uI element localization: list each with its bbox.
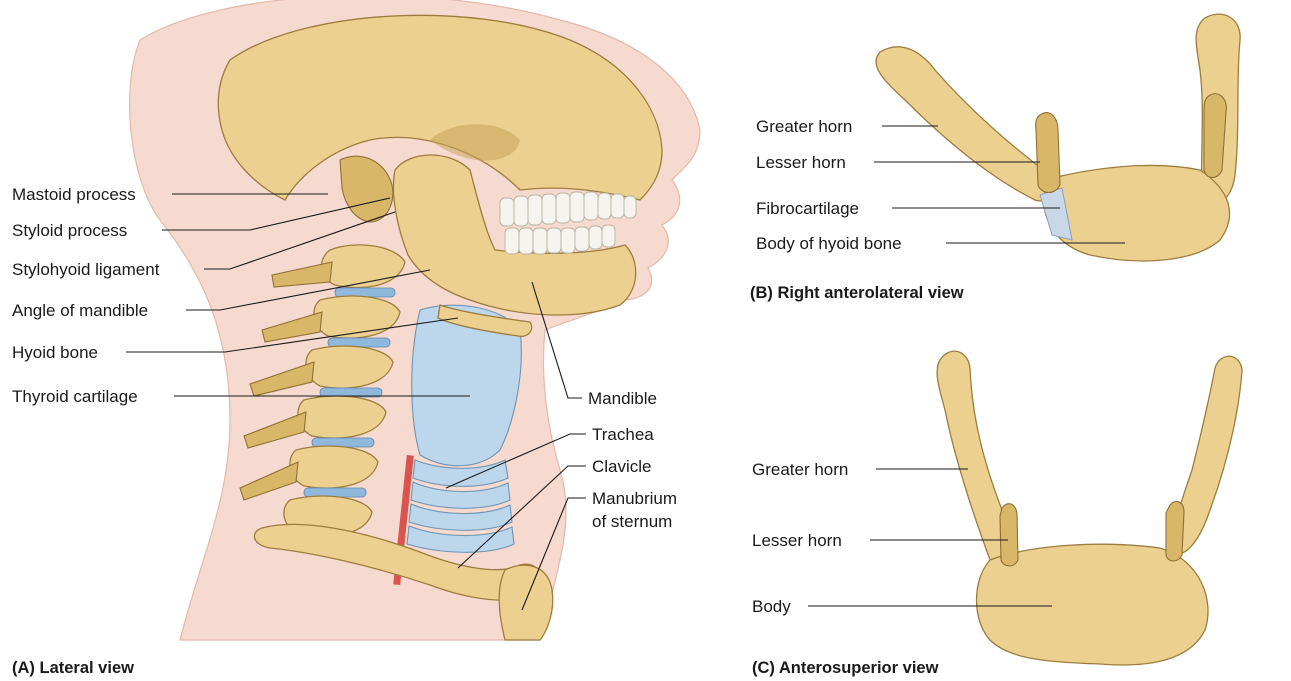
label-stylohyoid-ligament: Stylohyoid ligament [12, 260, 160, 279]
label-angle-of-mandible: Angle of mandible [12, 301, 148, 320]
panel-b-body [1045, 165, 1230, 260]
label-thyroid-cartilage: Thyroid cartilage [12, 387, 138, 406]
label-b-greater-horn: Greater horn [756, 117, 852, 136]
label-styloid-process: Styloid process [12, 221, 127, 240]
label-mastoid-process: Mastoid process [12, 185, 136, 204]
panel-a-illustration [130, 0, 700, 640]
panel-c-illustration [937, 351, 1242, 665]
panel-c-lesser-horn-right [1166, 501, 1184, 561]
label-clavicle: Clavicle [592, 457, 652, 476]
label-manubrium-line1: Manubrium [592, 489, 677, 508]
label-b-lesser-horn: Lesser horn [756, 153, 846, 172]
caption-panel-b: (B) Right anterolateral view [750, 284, 964, 302]
caption-panel-c: (C) Anterosuperior view [752, 659, 939, 677]
label-c-body: Body [752, 597, 791, 616]
panel-b-greater-horn-left [876, 47, 1054, 201]
manubrium-shape [499, 565, 552, 640]
panel-c-lesser-horn-left [1000, 504, 1018, 566]
label-mandible: Mandible [588, 389, 657, 408]
panel-b-lesser-horn-left [1036, 113, 1060, 193]
label-hyoid-bone: Hyoid bone [12, 343, 98, 362]
label-b-body-of-hyoid: Body of hyoid bone [756, 234, 902, 253]
caption-panel-a: (A) Lateral view [12, 659, 134, 677]
panel-b-illustration [876, 14, 1240, 261]
label-trachea: Trachea [592, 425, 654, 444]
label-manubrium-line2: of sternum [592, 512, 672, 531]
label-b-fibrocartilage: Fibrocartilage [756, 199, 859, 218]
label-c-greater-horn: Greater horn [752, 460, 848, 479]
label-c-lesser-horn: Lesser horn [752, 531, 842, 550]
